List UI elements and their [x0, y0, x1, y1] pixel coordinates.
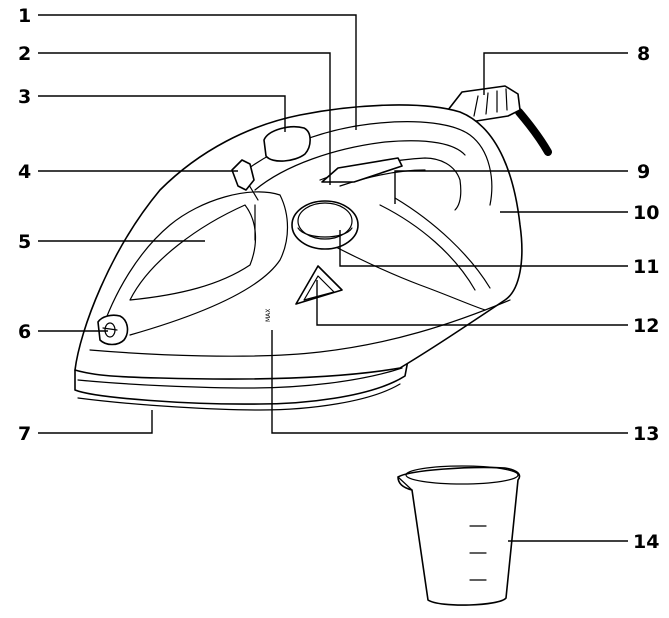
max-fill-mark: MAX: [265, 309, 272, 322]
measuring-cup: [397, 465, 521, 606]
body-contour-side: [99, 191, 289, 336]
body-contour-lower: [89, 299, 511, 357]
callout-9: 9: [637, 161, 650, 183]
callout-13: 13: [633, 423, 659, 445]
callout-6: 6: [18, 321, 31, 343]
callout-3: 3: [18, 86, 31, 108]
leader-lines: [38, 14, 628, 542]
callout-4: 4: [18, 161, 31, 183]
temperature-dial: [291, 200, 359, 250]
steam-iron-illustration: MAX: [74, 85, 552, 411]
callout-8: 8: [637, 43, 650, 65]
callout-11: 11: [633, 256, 659, 278]
burst-of-steam-button: [231, 159, 255, 191]
iron-body: [74, 104, 523, 380]
spray-nozzle: [97, 314, 129, 346]
callout-2: 2: [18, 43, 31, 65]
steam-control: [321, 157, 403, 183]
callout-14: 14: [633, 531, 659, 553]
callout-5: 5: [18, 231, 31, 253]
spray-button: [263, 125, 311, 162]
callout-labels: 1 2 3 4 5 6 7 8 9 10 11 12 13 14: [18, 5, 659, 553]
power-cord: [515, 108, 552, 156]
callout-7: 7: [18, 423, 31, 445]
callout-12: 12: [633, 315, 659, 337]
temperature-indicator-light: [295, 265, 343, 305]
callout-1: 1: [18, 5, 31, 27]
callout-10: 10: [633, 202, 659, 224]
